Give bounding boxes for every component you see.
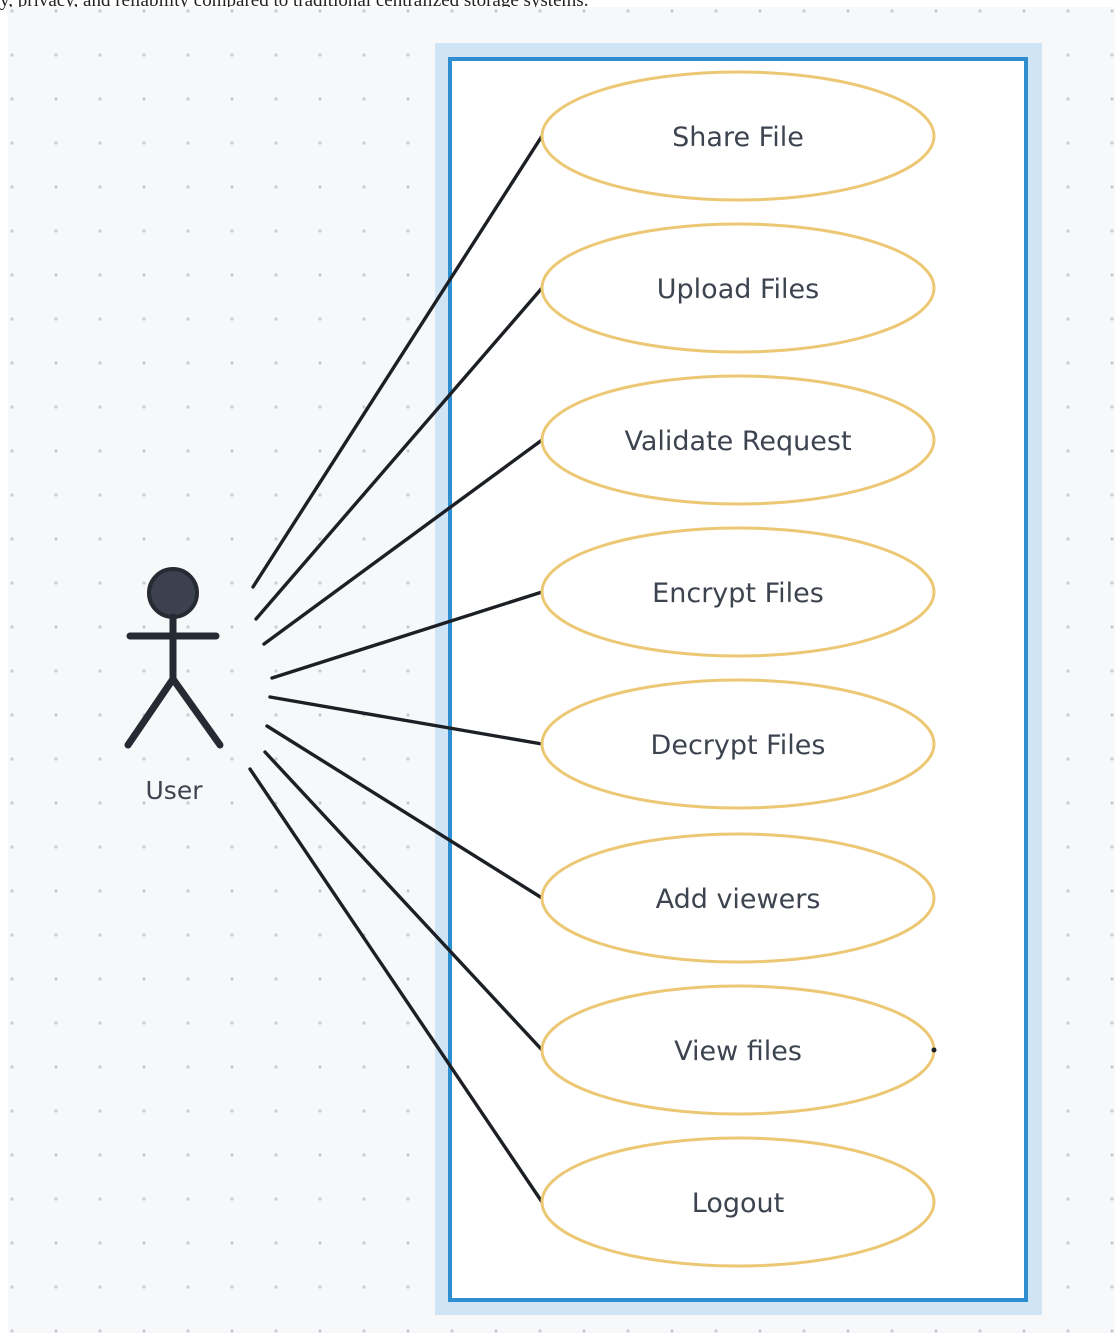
- use-case-label: Validate Request: [624, 426, 851, 457]
- use-case-label: Logout: [692, 1188, 784, 1219]
- use-case-ellipse: [540, 374, 936, 506]
- actor-head: [147, 567, 199, 619]
- use-case-ellipse: [540, 1136, 936, 1268]
- use-case-label: Encrypt Files: [652, 578, 824, 609]
- use-case-ellipse: [540, 678, 936, 810]
- diagram-canvas: Share File Upload Files Validate Request…: [8, 7, 1115, 1333]
- association-line: [270, 590, 544, 680]
- use-case-validate-request[interactable]: Validate Request: [540, 374, 936, 506]
- association-line: [263, 750, 544, 1052]
- use-case-ellipse: [540, 222, 936, 354]
- use-case-label: Add viewers: [656, 884, 821, 915]
- use-case-label: Share File: [672, 122, 804, 153]
- use-case-ellipse: [540, 832, 936, 964]
- use-case-diagram: Share File Upload Files Validate Request…: [8, 7, 1115, 1333]
- use-case-label: Decrypt Files: [651, 730, 826, 761]
- use-case-ellipse: [540, 526, 936, 658]
- use-case-ellipse: [540, 70, 936, 202]
- actor-right-leg: [169, 675, 224, 749]
- actor-left-leg: [124, 675, 177, 749]
- use-case-upload-files[interactable]: Upload Files: [540, 222, 936, 354]
- use-case-label: Upload Files: [657, 274, 819, 305]
- association-lines: [248, 134, 544, 1204]
- association-line: [248, 767, 544, 1204]
- connector-dot: [931, 1047, 937, 1053]
- use-case-view-files[interactable]: View files: [540, 984, 937, 1116]
- association-line: [254, 286, 544, 621]
- actor-label: User: [146, 776, 204, 805]
- use-case-share-file[interactable]: Share File: [540, 70, 936, 202]
- use-case-logout[interactable]: Logout: [540, 1136, 936, 1268]
- association-line: [251, 134, 544, 589]
- use-case-encrypt-files[interactable]: Encrypt Files: [540, 526, 936, 658]
- association-line: [268, 695, 544, 746]
- stick-figure-actor-icon: [124, 567, 224, 749]
- use-case-decrypt-files[interactable]: Decrypt Files: [540, 678, 936, 810]
- association-line: [262, 438, 544, 646]
- use-case-label: View files: [674, 1036, 802, 1067]
- association-line: [265, 724, 544, 900]
- actor-user[interactable]: User: [124, 567, 224, 805]
- use-case-add-viewers[interactable]: Add viewers: [540, 832, 936, 964]
- caption-text: y, privacy, and reliability compared to …: [0, 0, 589, 11]
